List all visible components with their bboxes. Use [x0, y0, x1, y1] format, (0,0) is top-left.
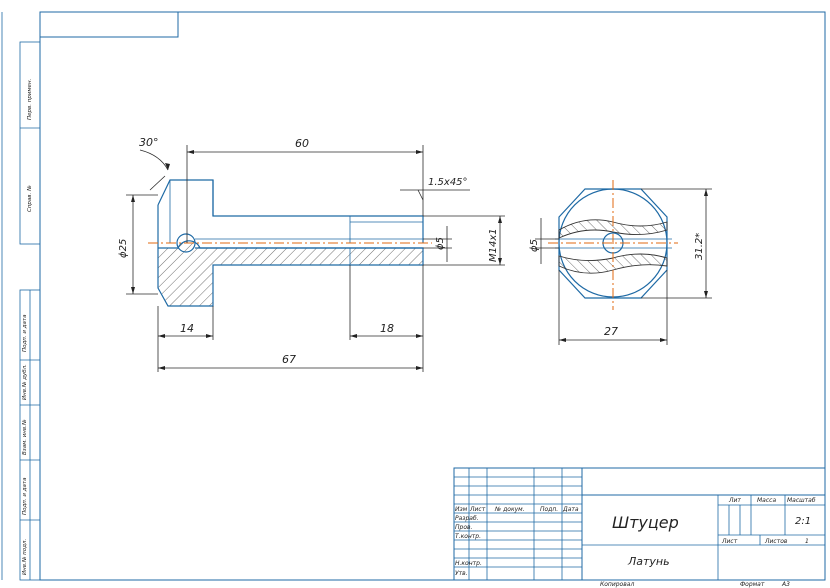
side-label-repl-inv: Взам. инв.№	[22, 419, 28, 455]
row-norm-control: Н.контр.	[455, 560, 482, 567]
dim-thread: M14x1	[488, 228, 499, 262]
dim-27: 27	[604, 325, 618, 338]
dim-18: 18	[380, 322, 394, 335]
scale-label: Масштаб	[787, 497, 816, 504]
sheet-label: Лист	[721, 538, 738, 545]
front-view-dimensions: 60 30° 1.5x45° ϕ25 ϕ5 M14x1	[118, 136, 505, 372]
part-name: Штуцер	[612, 513, 679, 532]
row-tech-control: Т.контр.	[455, 533, 481, 540]
sheets-label: Листов	[764, 538, 788, 545]
dim-dia-25: ϕ25	[118, 239, 129, 258]
mass-label: Масса	[757, 497, 776, 504]
side-label-sign-date-1: Подп. и дата	[22, 314, 28, 352]
dim-chamfer: 1.5x45°	[428, 177, 468, 188]
dim-14: 14	[180, 322, 194, 335]
side-view-dimensions: ϕ5 31.2* 27	[529, 188, 712, 345]
side-label-sign-date-2: Подп. и дата	[22, 477, 28, 515]
dim-across-corners: 31.2*	[694, 233, 705, 260]
side-label-ref-no: Справ. №	[27, 185, 33, 212]
front-view	[148, 179, 432, 307]
col-doc: № докум.	[494, 506, 525, 513]
side-label-dup-inv: Инв.№ дубл.	[22, 364, 28, 400]
side-label-first-use: Перв. примен.	[27, 78, 33, 120]
scale-value: 2:1	[795, 516, 811, 527]
col-date: Дата	[562, 506, 579, 513]
dim-dia-5-front: ϕ5	[435, 237, 446, 250]
row-developer: Разраб.	[455, 515, 479, 522]
side-strip-lower: Подп. и дата Инв.№ дубл. Взам. инв.№ Под…	[19, 289, 41, 581]
col-list: Лист	[469, 506, 486, 513]
dim-60: 60	[295, 137, 309, 150]
title-block: Изм Лист № докум. Подп. Дата Разраб. Про…	[453, 467, 826, 581]
side-label-orig-inv: Инв.№ подл.	[22, 539, 28, 575]
format-label: Формат	[740, 581, 765, 588]
side-strip-upper: Перв. примен. Справ. №	[19, 41, 41, 245]
dim-dia-5-side: ϕ5	[529, 239, 540, 252]
side-view	[548, 180, 678, 310]
row-checker: Пров.	[455, 524, 473, 531]
lit-label: Лит	[728, 497, 741, 504]
format-value: А3	[781, 581, 790, 588]
row-approved: Утв.	[455, 570, 468, 577]
sheets-value: 1	[805, 538, 809, 545]
material: Латунь	[627, 555, 670, 568]
dim-30-deg: 30°	[139, 136, 159, 149]
col-sign: Подп.	[540, 506, 558, 513]
dim-67: 67	[282, 353, 296, 366]
copied-label: Копировал	[600, 581, 634, 588]
col-izm: Изм	[455, 506, 468, 513]
